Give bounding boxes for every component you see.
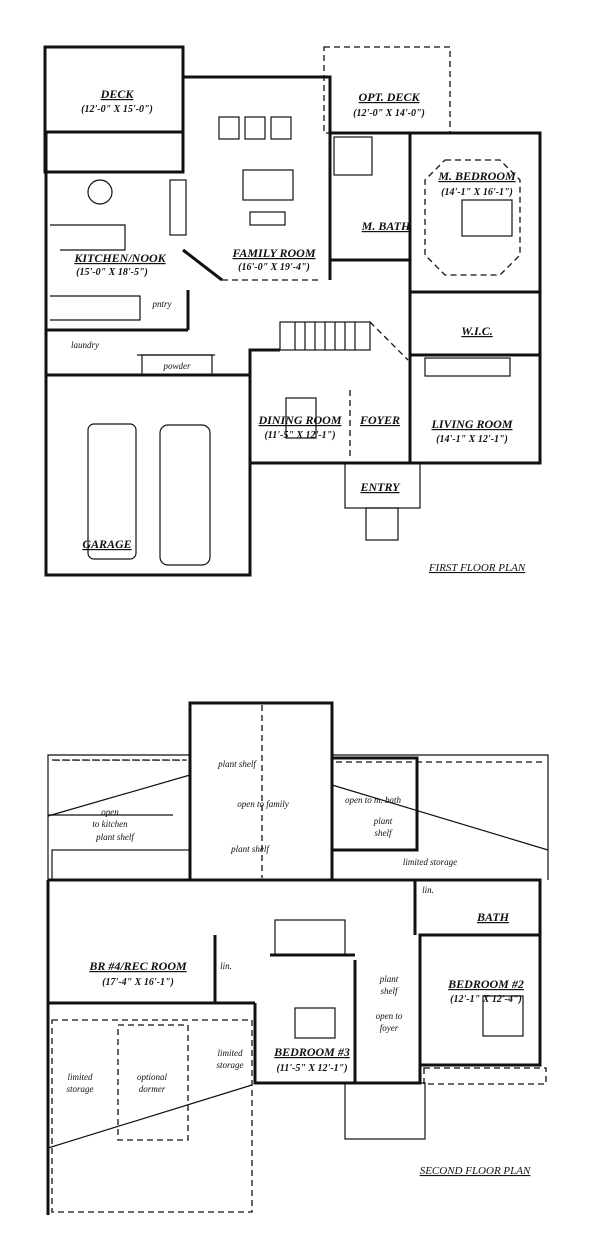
- chair: [244, 116, 266, 140]
- kitchen-island: [50, 224, 126, 251]
- open-to-family-label: open to family: [237, 799, 289, 809]
- master-wing-wall: [330, 131, 542, 465]
- left-wing-wall: [47, 754, 190, 880]
- bedroom3-label: BEDROOM #3: [273, 1045, 350, 1059]
- tub: [333, 136, 373, 176]
- family-room-dims: (16'-0" X 19'-4"): [238, 262, 310, 273]
- foyer-label: FOYER: [359, 413, 400, 427]
- kitchen-dims: (15'-0" X 18'-5"): [76, 267, 148, 278]
- limited-storage-area: [51, 1019, 253, 1213]
- closets: [51, 849, 191, 881]
- br4-label: BR #4/REC ROOM: [88, 959, 187, 973]
- optional-dormer-label: optional: [137, 1072, 168, 1082]
- limited-storage-label: limited: [68, 1072, 93, 1082]
- linen-label: lin.: [422, 885, 434, 895]
- front-porch-roof: [344, 1082, 426, 1140]
- roof-break-line: [331, 784, 549, 851]
- m-bath-label: M. BATH: [361, 219, 411, 233]
- linen-label: lin.: [220, 961, 232, 971]
- second-floor-main-wall: [48, 878, 542, 1067]
- dining-room-dims: (11'-5" X 12'-1"): [264, 430, 335, 441]
- m-bedroom-dims: (14'-1" X 16'-1"): [441, 187, 513, 198]
- eave-line: [423, 1067, 547, 1085]
- open-to-kitchen-label: to kitchen: [92, 819, 128, 829]
- stair-treads: [294, 322, 356, 350]
- limited-storage-label: limited: [218, 1048, 243, 1058]
- bedroom3-dims: (11'-5" X 12'-1"): [276, 1063, 347, 1074]
- plant-shelf-label: plant shelf: [217, 759, 257, 769]
- fireplace: [169, 179, 187, 236]
- entry-steps: [365, 507, 399, 541]
- bedroom-walls: [253, 933, 540, 1085]
- br4-dims: (17'-4" X 16'-1"): [102, 977, 174, 988]
- bed-3: [294, 1007, 336, 1039]
- dining-wall: [248, 348, 280, 463]
- laundry-label: laundry: [71, 340, 99, 350]
- m-bedroom-label: M. BEDROOM: [437, 169, 516, 183]
- master-bed: [461, 199, 513, 237]
- car-icon: [87, 423, 137, 560]
- plant-shelf-label: plant shelf: [95, 832, 135, 842]
- optional-dormer: [117, 1024, 189, 1141]
- open-to-foyer-label: foyer: [380, 1023, 399, 1033]
- right-wing-wall: [332, 754, 549, 880]
- bed-2: [482, 995, 524, 1037]
- garage-label: GARAGE: [82, 537, 131, 551]
- family-room-wall: [181, 75, 332, 280]
- bedroom2-label: BEDROOM #2: [447, 977, 524, 991]
- plant-shelf-label: shelf: [381, 986, 399, 996]
- limited-storage-label: limited storage: [403, 857, 457, 867]
- kitchen-label: KITCHEN/NOOK: [73, 251, 166, 265]
- plant-shelf-label: plant shelf: [230, 844, 270, 854]
- plant-shelf-label: shelf: [375, 828, 393, 838]
- bedroom2-dims: (12'-1" X 12'-4"): [450, 994, 522, 1005]
- dining-table: [285, 397, 317, 439]
- powder-label: powder: [163, 361, 191, 371]
- opt-deck-dims: (12'-0" X 14'-0"): [353, 108, 425, 119]
- living-sofa: [424, 357, 511, 377]
- deck-label: DECK: [100, 87, 135, 101]
- open-to-m-bath-box: [330, 756, 419, 852]
- plant-shelf-label: plant: [379, 974, 399, 984]
- chair: [218, 116, 240, 140]
- optional-dormer-label: dormer: [139, 1084, 166, 1094]
- family-room-label: FAMILY ROOM: [231, 246, 315, 260]
- nook-table: [87, 179, 113, 205]
- plant-shelf-label: plant: [373, 816, 393, 826]
- foyer-ceiling-line: [369, 321, 409, 361]
- sofa: [242, 169, 294, 201]
- dining-room-label: DINING ROOM: [257, 413, 341, 427]
- second-floor-title: SECOND FLOOR PLAN: [420, 1165, 531, 1177]
- open-to-kitchen-label: open: [101, 807, 119, 817]
- opt-deck-label: OPT. DECK: [359, 90, 421, 104]
- open-to-foyer-label: open to: [376, 1011, 403, 1021]
- living-room-label: LIVING ROOM: [430, 417, 512, 431]
- main-house-wall: [44, 130, 252, 577]
- first-floor-plan: DECK (12'-0" X 15'-0") OPT. DECK (12'-0"…: [43, 45, 542, 577]
- pantry-label: pntry: [152, 299, 172, 309]
- upper-staircase: [274, 919, 346, 956]
- family-room-angled-wall: [182, 248, 223, 282]
- roof-break-line: [47, 774, 191, 817]
- first-floor-title: FIRST FLOOR PLAN: [428, 562, 526, 574]
- roof-break-line: [47, 1084, 253, 1149]
- limited-storage-label: storage: [67, 1084, 94, 1094]
- bath-label: BATH: [476, 910, 510, 924]
- powder-room: [141, 354, 213, 376]
- kitchen-counter: [50, 295, 141, 321]
- open-to-m-bath-label: open to m. bath: [345, 795, 401, 805]
- tray-ceiling: [424, 159, 521, 276]
- deck-dims: (12'-0" X 15'-0"): [81, 104, 153, 115]
- coffee-table: [249, 211, 286, 226]
- living-room-dims: (14'-1" X 12'-1"): [436, 434, 508, 445]
- wic-label: W.I.C.: [461, 324, 492, 338]
- entry-label: ENTRY: [359, 480, 401, 494]
- limited-storage-label: storage: [217, 1060, 244, 1070]
- truck-icon: [159, 424, 211, 566]
- chair: [270, 116, 292, 140]
- second-floor-plan: plant shelf open to kitchen open to fami…: [46, 701, 549, 1215]
